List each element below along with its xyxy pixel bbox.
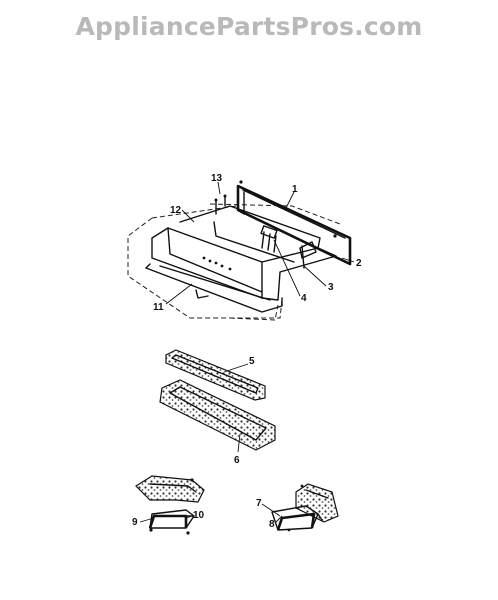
callout-6: 6 bbox=[234, 455, 240, 466]
lower-right-bracket bbox=[271, 483, 339, 532]
filter-panel-lower bbox=[159, 379, 276, 451]
callout-3: 3 bbox=[328, 282, 334, 293]
callout-10: 10 bbox=[193, 510, 205, 521]
watermark-text: AppliancePartsPros.com bbox=[75, 12, 423, 41]
callout-7: 7 bbox=[256, 498, 262, 509]
callout-8: 8 bbox=[269, 519, 275, 530]
backguard-assembly bbox=[127, 180, 352, 321]
control-housing bbox=[145, 194, 337, 313]
callout-4: 4 bbox=[301, 293, 307, 304]
callout-12: 12 bbox=[170, 205, 182, 216]
leader-lines bbox=[139, 181, 355, 523]
callout-11: 11 bbox=[153, 302, 164, 313]
callout-9: 9 bbox=[132, 517, 138, 528]
filter-panel-upper bbox=[165, 349, 266, 401]
callout-2: 2 bbox=[356, 258, 362, 269]
control-knobs bbox=[202, 256, 232, 271]
callout-numbers: 1 2 3 4 5 6 7 8 9 10 11 12 13 bbox=[132, 173, 362, 530]
back-panel-glass bbox=[236, 180, 352, 266]
lower-left-bracket bbox=[135, 475, 205, 535]
callout-5: 5 bbox=[249, 356, 255, 367]
callout-13: 13 bbox=[211, 173, 223, 184]
callout-1: 1 bbox=[292, 184, 298, 195]
